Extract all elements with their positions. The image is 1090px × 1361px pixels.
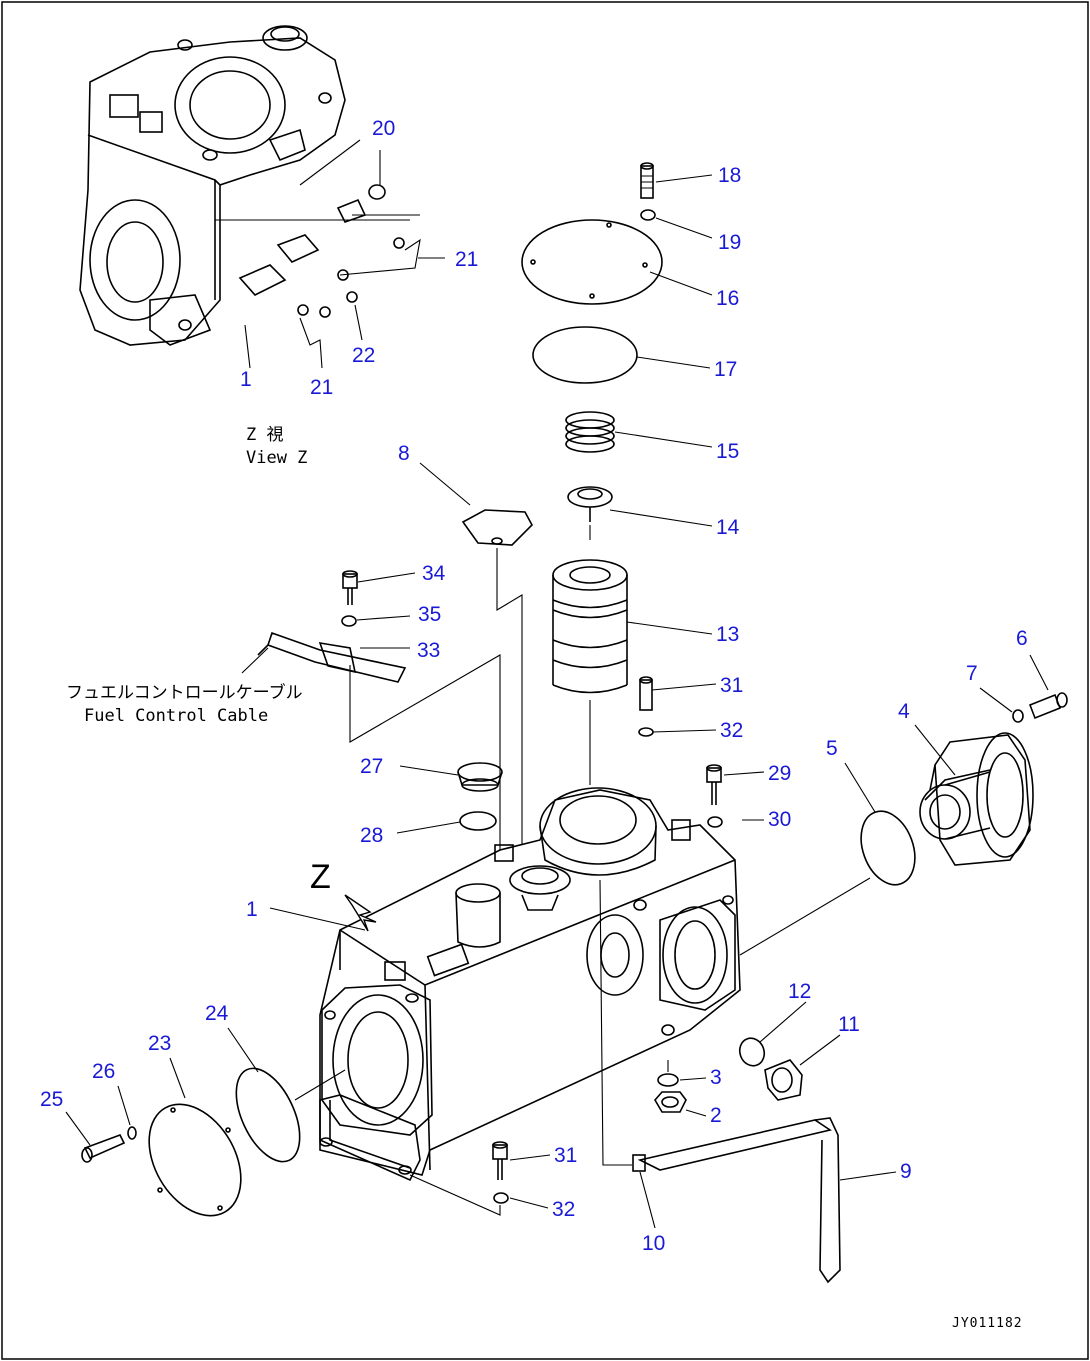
callout-10: 10	[642, 1232, 665, 1255]
plug-parts-2-3-11-12	[654, 1037, 803, 1113]
view-z-label-jp: Z 視	[246, 425, 283, 445]
callout-1-main: 1	[246, 898, 258, 921]
callout-8: 8	[398, 442, 410, 465]
view-z-marker: Z	[310, 858, 331, 896]
bolt-31-washer-32-lower	[409, 1141, 509, 1216]
callout-17: 17	[714, 358, 737, 381]
cover-23-oring-24-bolt-25-washer-26	[81, 1067, 346, 1217]
callout-30: 30	[768, 808, 791, 831]
bolt-29-washer-30	[706, 764, 723, 828]
view-z-arrow-icon	[344, 894, 377, 932]
callout-11: 11	[838, 1013, 860, 1036]
cover-parts	[521, 162, 663, 785]
callout-29: 29	[768, 762, 791, 785]
callout-22: 22	[352, 344, 375, 367]
callout-13: 13	[716, 623, 739, 646]
main-housing	[319, 787, 871, 1182]
callout-6: 6	[1016, 627, 1028, 650]
callout-24: 24	[205, 1002, 229, 1025]
callout-34: 34	[422, 562, 446, 585]
callout-32-upper: 32	[720, 719, 743, 742]
lever-9-pin-10	[632, 1117, 841, 1284]
callout-2: 2	[710, 1104, 722, 1127]
callout-21-lower: 21	[310, 376, 333, 399]
callout-14: 14	[716, 516, 740, 539]
callout-26: 26	[92, 1060, 115, 1083]
callout-3: 3	[710, 1066, 722, 1089]
view-z-label-en: View Z	[246, 448, 307, 468]
callout-31-lower: 31	[554, 1144, 577, 1167]
drawing-code: JY011182	[952, 1316, 1023, 1331]
fuel-cable-label-jp: フュエルコントロールケーブル	[66, 682, 303, 703]
callout-33: 33	[417, 639, 440, 662]
callout-9: 9	[900, 1160, 912, 1183]
callout-31-upper: 31	[720, 674, 743, 697]
callout-23: 23	[148, 1032, 171, 1055]
callout-18: 18	[718, 164, 741, 187]
callout-4: 4	[898, 700, 910, 723]
callout-27: 27	[360, 755, 383, 778]
callout-28: 28	[360, 824, 383, 847]
callout-19: 19	[718, 231, 741, 254]
callout-20: 20	[372, 117, 395, 140]
fuel-cable-label-en: Fuel Control Cable	[84, 706, 268, 726]
callout-1-view-z: 1	[240, 368, 252, 391]
cap-and-cable-parts	[257, 509, 533, 855]
flange-4-oring-5	[860, 692, 1068, 886]
callout-35: 35	[418, 603, 441, 626]
callout-12: 12	[788, 980, 811, 1003]
callout-16: 16	[716, 287, 739, 310]
callout-5: 5	[826, 737, 838, 760]
callout-21-upper: 21	[455, 248, 478, 271]
callout-25: 25	[40, 1088, 63, 1111]
callout-7: 7	[966, 662, 978, 685]
callout-15: 15	[716, 440, 739, 463]
view-z-housing	[79, 25, 445, 369]
plug-27-oring-28	[457, 762, 503, 831]
callout-32-lower: 32	[552, 1198, 575, 1221]
